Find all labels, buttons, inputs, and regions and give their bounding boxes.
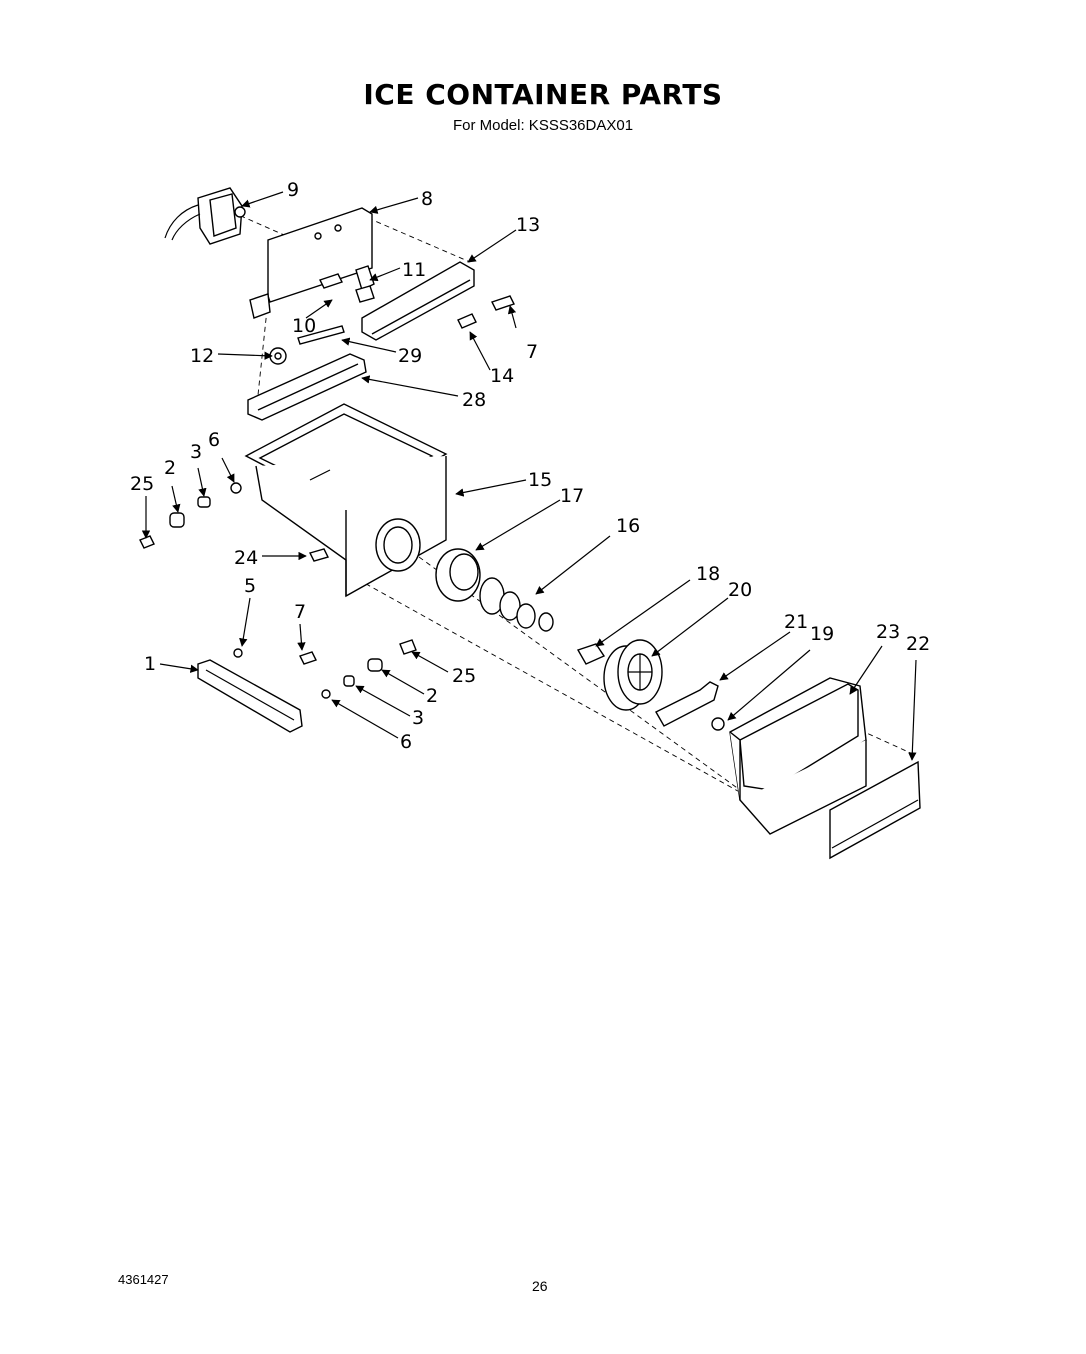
- callout-leaders: [141, 191, 917, 761]
- page-number: 26: [532, 1278, 548, 1294]
- callout-3-right: 3: [412, 707, 424, 729]
- callout-28: 28: [462, 389, 486, 411]
- callout-17: 17: [560, 485, 584, 507]
- callout-25-left: 25: [130, 473, 154, 495]
- housing-part: [244, 403, 448, 598]
- callout-9: 9: [287, 179, 299, 201]
- callout-7-lower: 7: [294, 601, 306, 623]
- callout-14: 14: [490, 365, 514, 387]
- callout-labels: 9 8 13 11 10 7 14 12 29 28 15 17 16 18 2…: [130, 179, 930, 753]
- callout-25-right: 25: [452, 665, 476, 687]
- nut-part: [711, 717, 725, 731]
- callout-19: 19: [810, 623, 834, 645]
- callout-6-right: 6: [400, 731, 412, 753]
- callout-24: 24: [234, 547, 258, 569]
- assembly-guide-lines: [231, 211, 916, 796]
- callout-2-right: 2: [426, 685, 438, 707]
- callout-8: 8: [421, 188, 433, 210]
- wheel-part: [603, 639, 663, 711]
- callout-11: 11: [402, 259, 426, 281]
- rail-part: [247, 353, 367, 421]
- callout-15: 15: [528, 469, 552, 491]
- bracket-part: [361, 261, 475, 341]
- callout-20: 20: [728, 579, 752, 601]
- bearing-part: [435, 548, 481, 602]
- callout-23: 23: [876, 621, 900, 643]
- callout-1: 1: [144, 653, 156, 675]
- callout-16: 16: [616, 515, 640, 537]
- gear-part: [269, 347, 287, 365]
- callout-7-upper: 7: [526, 341, 538, 363]
- ice-bin-part: [729, 677, 867, 835]
- clip-part: [355, 265, 375, 303]
- spring-part: [479, 577, 554, 632]
- callout-6-left: 6: [208, 429, 220, 451]
- lower-rail-part: [197, 659, 303, 733]
- callout-22: 22: [906, 633, 930, 655]
- screw-part: [297, 273, 345, 345]
- callout-12: 12: [190, 345, 214, 367]
- lower-fasteners: [233, 639, 417, 699]
- front-panel-part: [829, 760, 921, 860]
- page-title: ICE CONTAINER PARTS: [363, 78, 723, 111]
- callout-18: 18: [696, 563, 720, 585]
- model-subtitle: For Model: KSSS36DAX01: [452, 117, 634, 134]
- callout-21: 21: [784, 611, 808, 633]
- callout-2-left: 2: [164, 457, 176, 479]
- left-fasteners: [139, 482, 242, 549]
- callout-3-left: 3: [190, 441, 202, 463]
- callout-5: 5: [244, 575, 256, 597]
- document-number: 4361427: [118, 1272, 169, 1287]
- lever-part: [655, 681, 719, 727]
- bracket-screws: [457, 295, 515, 329]
- coupler-part: [576, 643, 606, 665]
- callout-10: 10: [292, 315, 316, 337]
- mounting-plate-part: [249, 207, 373, 319]
- callout-13: 13: [516, 214, 540, 236]
- callout-29: 29: [398, 345, 422, 367]
- pin-part: [308, 548, 330, 562]
- motor-part: [164, 187, 246, 245]
